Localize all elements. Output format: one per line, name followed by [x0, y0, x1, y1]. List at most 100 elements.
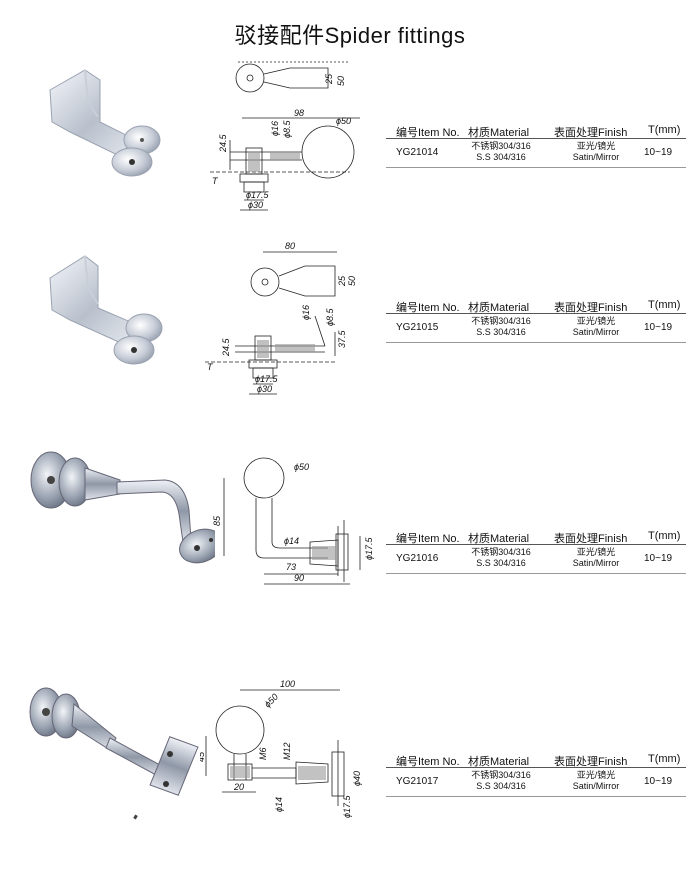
dim-label: ϕ17.5 — [255, 374, 279, 384]
dim-label: 85 — [212, 515, 222, 526]
spec-table: 编号Item No. 材质Material 表面处理Finish T(mm) Y… — [386, 752, 686, 797]
dim-label: ϕ30 — [248, 200, 263, 210]
header-material: 材质Material — [468, 302, 530, 314]
item-no: YG21016 — [396, 553, 439, 564]
dim-label: ϕ8.5 — [325, 307, 335, 326]
material-en: S.S 304/316 — [476, 558, 526, 568]
dim-label: 73 — [286, 562, 296, 572]
thickness: 10~19 — [644, 147, 673, 158]
header-item-no: 编号Item No. — [396, 127, 460, 139]
item-no: YG21014 — [396, 147, 439, 158]
finish-en: Satin/Mirror — [572, 558, 620, 568]
item-no: YG21017 — [396, 776, 439, 787]
product-photo — [49, 255, 163, 365]
dim-label: 25 — [337, 275, 347, 287]
header-item-no: 编号Item No. — [396, 302, 460, 314]
finish-en: Satin/Mirror — [572, 327, 620, 337]
header-finish: 表面处理Finish — [554, 533, 628, 545]
finish-en: Satin/Mirror — [572, 152, 620, 162]
page-title: 驳接配件Spider fittings — [234, 23, 466, 48]
dim-label: 98 — [294, 108, 304, 118]
dim-label: ϕ50 — [336, 116, 351, 126]
header-thickness: T(mm) — [648, 753, 681, 765]
header-material: 材质Material — [468, 756, 530, 768]
dim-label: T — [212, 176, 219, 186]
header-finish: 表面处理Finish — [554, 127, 628, 139]
dim-label: 100 — [280, 680, 295, 689]
stray-mark — [133, 814, 138, 820]
dim-label: 90 — [294, 573, 304, 583]
dim-label: ϕ17.5 — [246, 190, 270, 200]
header-thickness: T(mm) — [648, 530, 681, 542]
product-photo — [49, 69, 161, 177]
dim-label: ϕ14 — [274, 797, 284, 812]
finish-cn: 亚光/镜光 — [576, 316, 616, 326]
dim-label: ϕ8.5 — [282, 119, 292, 138]
thickness: 10~19 — [644, 776, 673, 787]
spec-table: 编号Item No. 材质Material 表面处理Finish T(mm) Y… — [386, 123, 686, 168]
dim-label: 37.5 — [337, 329, 347, 348]
dim-label: ϕ17.5 — [364, 536, 374, 560]
dim-label: ϕ16 — [270, 121, 280, 136]
thickness: 10~19 — [644, 322, 673, 333]
dim-label: 24.5 — [218, 133, 228, 153]
technical-drawing: 80 25 50 ϕ16 ϕ8.5 37.5 24.5 T ϕ17.5 ϕ30 — [205, 241, 357, 395]
dim-label: M12 — [282, 742, 292, 760]
finish-cn: 亚光/镜光 — [576, 141, 616, 151]
header-item-no: 编号Item No. — [396, 756, 460, 768]
technical-drawing: 100 ϕ50 45 M6 M12 20 ϕ14 ϕ40 ϕ17.5 — [200, 680, 362, 818]
header-finish: 表面处理Finish — [554, 302, 628, 314]
material-cn: 不锈钢304/316 — [471, 316, 531, 326]
material-cn: 不锈钢304/316 — [471, 141, 531, 151]
dim-label: ϕ14 — [284, 536, 299, 546]
dim-label: ϕ16 — [301, 305, 311, 320]
dim-label: 80 — [285, 241, 295, 251]
dim-label: 24.5 — [221, 337, 231, 357]
material-en: S.S 304/316 — [476, 152, 526, 162]
material-en: S.S 304/316 — [476, 781, 526, 791]
material-cn: 不锈钢304/316 — [471, 547, 531, 557]
dim-label: ϕ50 — [294, 462, 309, 472]
spec-table-header: 编号Item No. 材质Material 表面处理Finish T(mm) — [386, 529, 686, 545]
spec-table-header: 编号Item No. 材质Material 表面处理Finish T(mm) — [386, 298, 686, 314]
technical-drawing: 25 50 98 ϕ50 ϕ16 ϕ8.5 24.5 T ϕ17.5 ϕ30 — [210, 61, 360, 211]
technical-drawing: ϕ50 85 ϕ14 73 90 ϕ17.5 — [212, 457, 374, 585]
dim-label: 50 — [347, 276, 357, 286]
spec-table: 编号Item No. 材质Material 表面处理Finish T(mm) Y… — [386, 298, 686, 343]
product-photo — [30, 451, 215, 564]
header-material: 材质Material — [468, 127, 530, 139]
dim-label: T — [207, 362, 214, 372]
dim-label: ϕ50 — [262, 692, 280, 710]
finish-en: Satin/Mirror — [572, 781, 620, 791]
header-material: 材质Material — [468, 533, 530, 545]
finish-cn: 亚光/镜光 — [576, 547, 616, 557]
material-en: S.S 304/316 — [476, 327, 526, 337]
dim-label: ϕ40 — [352, 771, 362, 786]
spec-table-header: 编号Item No. 材质Material 表面处理Finish T(mm) — [386, 752, 686, 768]
dim-label: 50 — [336, 76, 346, 86]
finish-cn: 亚光/镜光 — [576, 770, 616, 780]
dim-label: 45 — [200, 751, 206, 762]
header-finish: 表面处理Finish — [554, 756, 628, 768]
header-item-no: 编号Item No. — [396, 533, 460, 545]
thickness: 10~19 — [644, 553, 673, 564]
header-thickness: T(mm) — [648, 299, 681, 311]
dim-label: ϕ17.5 — [342, 794, 352, 818]
dim-label: M6 — [258, 747, 268, 760]
dim-label: ϕ30 — [257, 384, 272, 394]
product-photo — [29, 687, 199, 796]
header-thickness: T(mm) — [648, 124, 681, 136]
spec-table-header: 编号Item No. 材质Material 表面处理Finish T(mm) — [386, 123, 686, 139]
